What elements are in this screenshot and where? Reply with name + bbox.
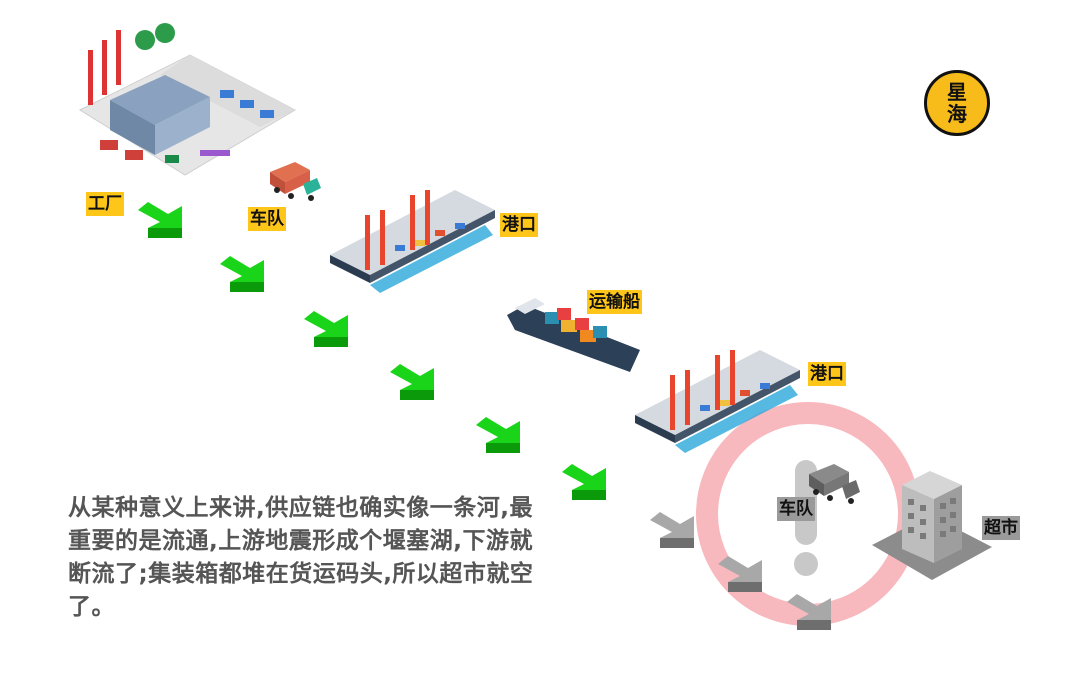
cargo-ship-icon [507,298,640,372]
blocked-arrow-icon [718,556,762,592]
logo-char-1: 星 [947,80,967,104]
flow-arrow-icon [220,256,264,292]
flow-arrow-icon [390,364,434,400]
flow-arrow-icon [562,464,606,500]
fleet-downstream-label: 车队 [777,497,815,521]
port-origin-label: 港口 [500,213,538,237]
truck-icon [270,162,321,201]
blocked-arrow-icon [650,512,694,548]
gray-truck-icon [809,464,860,504]
brand-logo: 星 海 [924,70,990,136]
port-origin-icon [330,190,495,293]
supermarket-building-icon [872,471,992,580]
blocked-arrow-icon [787,594,831,630]
flow-arrow-icon [476,417,520,453]
factory-label: 工厂 [86,192,124,216]
exclamation-dot-icon [794,552,818,576]
fleet-upstream-label: 车队 [248,207,286,231]
supermarket-label: 超市 [982,516,1020,540]
port-destination-icon [635,350,800,453]
port-destination-label: 港口 [808,362,846,386]
flow-arrow-icon [138,202,182,238]
logo-char-2: 海 [947,102,967,126]
caption-text: 从某种意义上来讲,供应链也确实像一条河,最重要的是流通,上游地震形成个堰塞湖,下… [68,495,534,620]
flow-arrow-icon [304,311,348,347]
cargo-ship-label: 运输船 [587,290,642,314]
factory-icon [78,23,297,176]
